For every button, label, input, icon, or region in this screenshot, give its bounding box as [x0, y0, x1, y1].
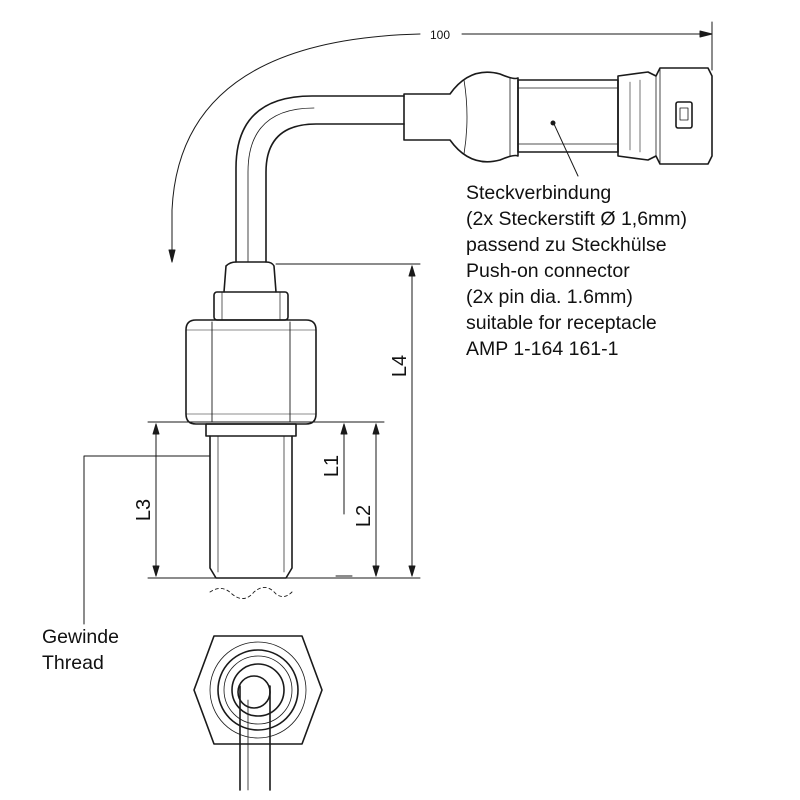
dimension-L1-label: L1: [321, 455, 343, 477]
break-line: [209, 587, 293, 599]
cable-sleeve: [403, 71, 519, 163]
dimension-100-label: 100: [430, 28, 450, 42]
dimension-lines: [147, 263, 421, 579]
note-line: Push-on connector: [466, 260, 630, 282]
thread-note: Gewinde Thread: [42, 624, 119, 676]
thread-leader: [83, 455, 211, 625]
connector-leader: [550, 120, 579, 177]
thread-label-german: Gewinde: [42, 626, 119, 648]
note-line: (2x Steckerstift Ø 1,6mm): [466, 208, 688, 230]
note-line: Steckverbindung: [466, 182, 612, 204]
note-line: suitable for receptacle: [466, 312, 657, 334]
push-on-connector: [517, 67, 713, 165]
hex-body: [185, 319, 317, 425]
note-line: AMP 1-164 161-1: [466, 338, 619, 360]
threaded-shank: [205, 423, 297, 579]
thread-label-english: Thread: [42, 652, 104, 674]
bottom-hex-view: [193, 635, 323, 791]
dimension-100: [168, 21, 713, 263]
dimension-L2-label: L2: [353, 505, 375, 527]
note-line: passend zu Steckhülse: [466, 234, 667, 256]
cable-gland: [213, 261, 289, 321]
dimension-L3-label: L3: [133, 499, 155, 521]
bent-cable: [235, 95, 405, 263]
connector-note: Steckverbindung (2x Steckerstift Ø 1,6mm…: [466, 180, 687, 362]
note-line: (2x pin dia. 1.6mm): [466, 286, 633, 308]
dimension-L4-label: L4: [389, 355, 411, 377]
